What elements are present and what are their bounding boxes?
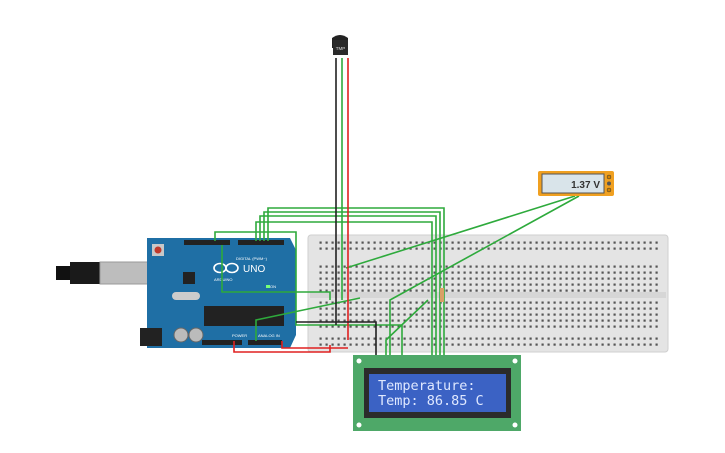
wire-green	[385, 299, 429, 355]
analog-label: ANALOG IN	[258, 333, 280, 338]
wires[interactable]	[214, 58, 580, 355]
usb-cable	[56, 261, 151, 285]
digital-label: DIGITAL (PWM~)	[236, 256, 268, 261]
wire-green	[221, 245, 331, 300]
power-label: POWER	[232, 333, 247, 338]
power-wire-red	[281, 341, 348, 349]
on-label: ON	[270, 284, 276, 289]
breadboard[interactable]	[307, 234, 669, 353]
resistor[interactable]	[440, 288, 444, 302]
header-digital-2	[238, 240, 284, 245]
arduino-uno-board[interactable]: DIGITAL (PWM~) UNO ARDUINO ON POWER ANAL…	[140, 238, 296, 348]
wire-green	[255, 297, 361, 341]
lcd-line-1: Temperature:	[378, 378, 476, 394]
lcd-line-2: Temp: 86.85 C	[378, 393, 484, 409]
header-analog	[248, 340, 282, 345]
wire-green	[263, 211, 441, 355]
microcontroller-chip	[204, 306, 284, 326]
header-digital-1	[184, 240, 230, 245]
wire-green	[267, 207, 445, 355]
wire-green	[214, 231, 403, 355]
arduino-logo	[213, 262, 239, 274]
multimeter[interactable]: 1.37 V	[538, 171, 614, 196]
multimeter-reading: 1.37 V	[571, 180, 600, 191]
meter-wire-green	[345, 195, 576, 269]
brand-label: ARDUINO	[214, 277, 232, 282]
header-power	[202, 340, 242, 345]
sensor-label: TMP	[336, 46, 346, 51]
model-label: UNO	[243, 264, 265, 275]
temperature-sensor[interactable]: TMP	[332, 35, 348, 55]
ground-wire-black	[296, 321, 377, 355]
lcd-display[interactable]: Temperature: Temp: 86.85 C	[353, 355, 521, 431]
